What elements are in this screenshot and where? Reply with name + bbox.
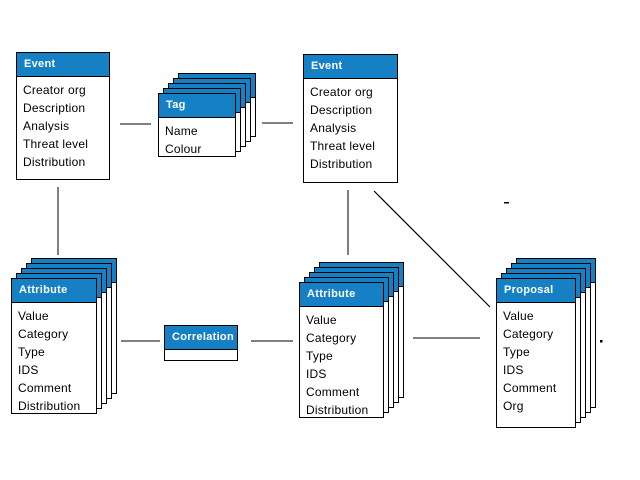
entity-field: Category xyxy=(18,327,69,341)
entity-field: Value xyxy=(503,309,534,323)
entity-correlation: Correlation xyxy=(164,325,238,361)
entity-field: Creator org xyxy=(23,83,86,97)
entity-field: Type xyxy=(306,349,333,363)
entity-attribute-left-title: Attribute xyxy=(12,279,96,303)
entity-field: Value xyxy=(306,313,337,327)
entity-field: IDS xyxy=(306,367,327,381)
entity-field: Colour xyxy=(165,142,202,156)
entity-field: Description xyxy=(23,101,86,115)
entity-field: Distribution xyxy=(310,157,373,171)
entity-tag-title: Tag xyxy=(159,94,235,118)
entity-field: Org xyxy=(503,399,524,413)
entity-field: Type xyxy=(503,345,530,359)
entity-field: Comment xyxy=(503,381,557,395)
entity-field: Threat level xyxy=(310,139,376,153)
entity-event-left-title: Event xyxy=(17,53,109,77)
entity-proposal-title: Proposal xyxy=(497,279,575,303)
entity-attribute-middle-title: Attribute xyxy=(300,283,383,307)
entity-event-right-title: Event xyxy=(304,55,397,79)
entity-field: Category xyxy=(306,331,357,345)
entity-field: IDS xyxy=(503,363,524,377)
entity-field: IDS xyxy=(18,363,39,377)
entity-field: Comment xyxy=(18,381,72,395)
entity-field: Distribution xyxy=(306,403,369,417)
entity-field: Description xyxy=(310,103,373,117)
entity-field: Name xyxy=(165,124,198,138)
stray-dash xyxy=(504,202,509,204)
entity-field: Category xyxy=(503,327,554,341)
entity-field: Threat level xyxy=(23,137,89,151)
entity-correlation-title: Correlation xyxy=(165,326,237,350)
entity-field: Analysis xyxy=(23,119,70,133)
entity-field: Creator org xyxy=(310,85,373,99)
stray-dot xyxy=(600,340,603,343)
entity-field: Analysis xyxy=(310,121,357,135)
connector-event-right-to-proposal xyxy=(373,190,491,308)
entity-field: Distribution xyxy=(23,155,86,169)
entity-field: Value xyxy=(18,309,49,323)
entity-field: Comment xyxy=(306,385,360,399)
entity-field: Distribution xyxy=(18,399,81,413)
entity-field: Type xyxy=(18,345,45,359)
